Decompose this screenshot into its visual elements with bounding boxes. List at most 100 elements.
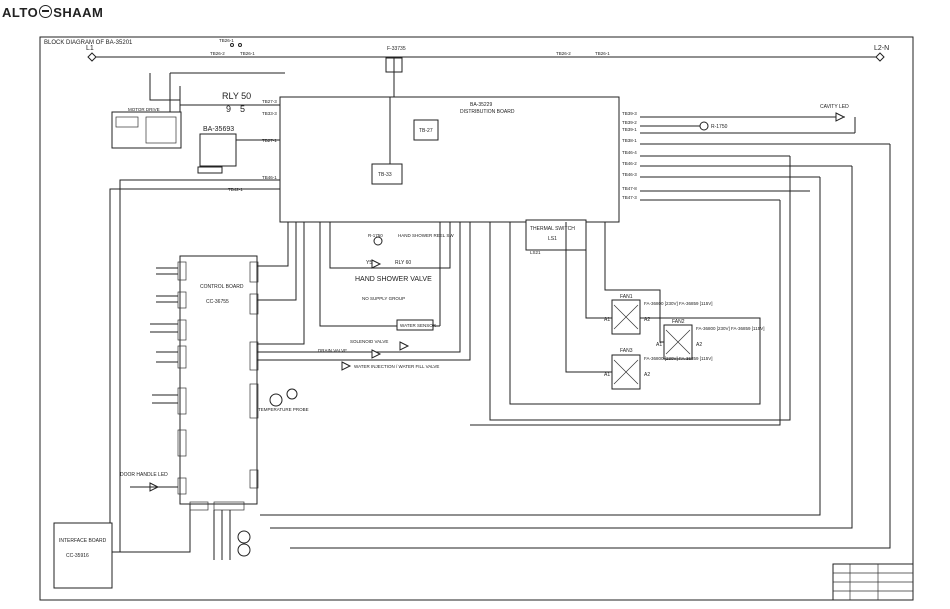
cb-connector-left4 bbox=[177, 345, 187, 369]
cb-connector-j1 bbox=[249, 261, 259, 283]
tb33-box bbox=[371, 163, 403, 185]
door-handle-led-label: DOOR HANDLE LED bbox=[120, 472, 168, 478]
motor-return bbox=[149, 73, 181, 112]
bottom-sensor-2-icon bbox=[237, 543, 251, 557]
cb-connector-left6 bbox=[177, 429, 187, 457]
distribution-board-id: BA-35229 bbox=[470, 102, 492, 108]
control-board-id: CC-36755 bbox=[206, 299, 229, 305]
brand-logo: ALTO SHAAM bbox=[2, 5, 103, 20]
tb-right-3: TB39-1 bbox=[622, 127, 637, 132]
tb-right-7: TB46-3 bbox=[622, 172, 637, 177]
fan-2: FAN2 FA-36800 [230V] FA-36859 [115V] A1 … bbox=[656, 319, 764, 360]
fan-1-feed bbox=[585, 222, 612, 319]
logo-text-left: ALTO bbox=[2, 5, 39, 20]
tb-right-5: TB46-4 bbox=[622, 150, 637, 155]
diagram-title: BLOCK DIAGRAM OF BA-35201 bbox=[44, 40, 133, 46]
bottom-sensor-1-icon bbox=[237, 530, 251, 544]
hand-shower-loop bbox=[329, 222, 451, 269]
tb-top-4: TB26-2 bbox=[556, 51, 571, 56]
tb-right-6: TB46-2 bbox=[622, 161, 637, 166]
cb-connector-left5 bbox=[177, 387, 187, 415]
distribution-board bbox=[279, 96, 620, 223]
return-wire-5 bbox=[470, 200, 781, 426]
left-vertical-2 bbox=[109, 188, 212, 552]
return-wire-4 bbox=[489, 156, 791, 421]
rly60-label: RLY 60 bbox=[395, 260, 411, 266]
cb-wire-1 bbox=[257, 222, 289, 267]
cavity-led-label: CAVITY LED bbox=[820, 104, 849, 110]
thermal-switch-box bbox=[525, 219, 587, 251]
control-board-name: CONTROL BOARD bbox=[200, 284, 244, 290]
water-injection-icon bbox=[341, 361, 352, 371]
logo-mark-icon bbox=[39, 5, 53, 18]
hand-shower-switch-label: HAND SHOWER REEL SW bbox=[398, 233, 454, 238]
water-injection-label: WATER INJECTION / WATER FILL VALVE bbox=[354, 364, 439, 369]
rly50-label: RLY 50 bbox=[222, 91, 251, 101]
rly50-pin-9: 9 bbox=[226, 104, 231, 114]
drain-valve-icon bbox=[399, 341, 410, 351]
left-vertical-1 bbox=[119, 179, 200, 552]
fan-1-icon bbox=[613, 304, 639, 330]
motor-drive-terminals bbox=[115, 116, 139, 128]
fan-2-icon bbox=[665, 329, 691, 355]
connector-strip bbox=[197, 166, 223, 174]
cb-connector-left2 bbox=[177, 291, 187, 309]
logo-text-right: SHAAM bbox=[53, 5, 104, 20]
rly-right-coil bbox=[699, 121, 709, 131]
fan-3-a1: A1 bbox=[604, 372, 610, 378]
hand-shower-relay-coil bbox=[373, 236, 383, 246]
fan-2-feed bbox=[604, 222, 664, 343]
bottom-connector-1 bbox=[189, 501, 209, 511]
temperature-probe-label: TEMPERATURE PROBE bbox=[258, 407, 309, 412]
return-wire-outer bbox=[290, 144, 891, 549]
water-sensor-wire bbox=[319, 222, 397, 327]
thermal-switch-label: THERMAL SWITCH bbox=[530, 226, 575, 232]
tb-dot bbox=[238, 43, 242, 47]
fan-2-spec: FA-36800 [230V] FA-36859 [115V] bbox=[696, 326, 764, 331]
bottom-connector-2 bbox=[213, 501, 245, 511]
motor-drive-label: MOTOR DRIVE bbox=[128, 107, 160, 112]
interface-wire bbox=[112, 504, 191, 553]
probe-sensor-icon bbox=[286, 388, 298, 400]
cb-connector-left7 bbox=[177, 477, 187, 495]
fan-1-spec: FA-36800 [230V] FA-36859 [115V] bbox=[644, 301, 712, 306]
fan-return bbox=[509, 222, 761, 405]
tb-top-3: TB26-1 bbox=[240, 51, 255, 56]
ba35693-label: BA-35693 bbox=[203, 126, 234, 133]
left-components bbox=[150, 267, 178, 404]
fan-3-spec: FA-36800 [230V] FA-36859 [115V] bbox=[644, 356, 712, 361]
fan-2-a2: A2 bbox=[696, 342, 702, 348]
tb-right-9: TB47-3 bbox=[622, 195, 637, 200]
tb-right-1: TB39-3 bbox=[622, 111, 637, 116]
l1-terminal bbox=[87, 52, 97, 62]
tb33-label: TB-33 bbox=[378, 172, 392, 178]
solenoid-valve-label: SOLENOID VALVE bbox=[350, 339, 388, 344]
tb27-label: TB-27 bbox=[419, 128, 433, 134]
ls1-label: LS1 bbox=[548, 236, 557, 242]
cavity-led-icon bbox=[835, 112, 846, 122]
cb-wire-4 bbox=[257, 222, 461, 353]
temperature-probe-icon bbox=[269, 393, 283, 407]
interface-board-id: CC-35916 bbox=[66, 553, 89, 559]
tb-left-3: TB27-1 bbox=[262, 138, 277, 143]
return-wire-2 bbox=[270, 166, 853, 529]
cb-connector-j4 bbox=[249, 383, 259, 419]
fan-1-a2: A2 bbox=[644, 317, 650, 323]
motor-drive-box bbox=[111, 111, 182, 149]
fuse-label: F-33735 bbox=[387, 46, 406, 52]
l1-label: L1 bbox=[86, 45, 94, 52]
motor-drive-module bbox=[145, 116, 177, 144]
fan-3-feed bbox=[565, 222, 612, 373]
tb-dot bbox=[230, 43, 234, 47]
distribution-board-name: DISTRIBUTION BOARD bbox=[460, 109, 515, 115]
tb-right-8: TB47-8 bbox=[622, 186, 637, 191]
tb-left-1: TB27-3 bbox=[262, 99, 277, 104]
cb-connector-left3 bbox=[177, 319, 187, 341]
interface-board bbox=[53, 522, 113, 589]
control-board bbox=[179, 255, 258, 505]
no-supply-label: NO SUPPLY GROUP bbox=[362, 296, 405, 301]
cb-wire-5 bbox=[257, 222, 471, 361]
tb27-box bbox=[413, 119, 439, 141]
water-sensor-box bbox=[396, 319, 434, 331]
ys-label: Y5 bbox=[366, 260, 372, 266]
